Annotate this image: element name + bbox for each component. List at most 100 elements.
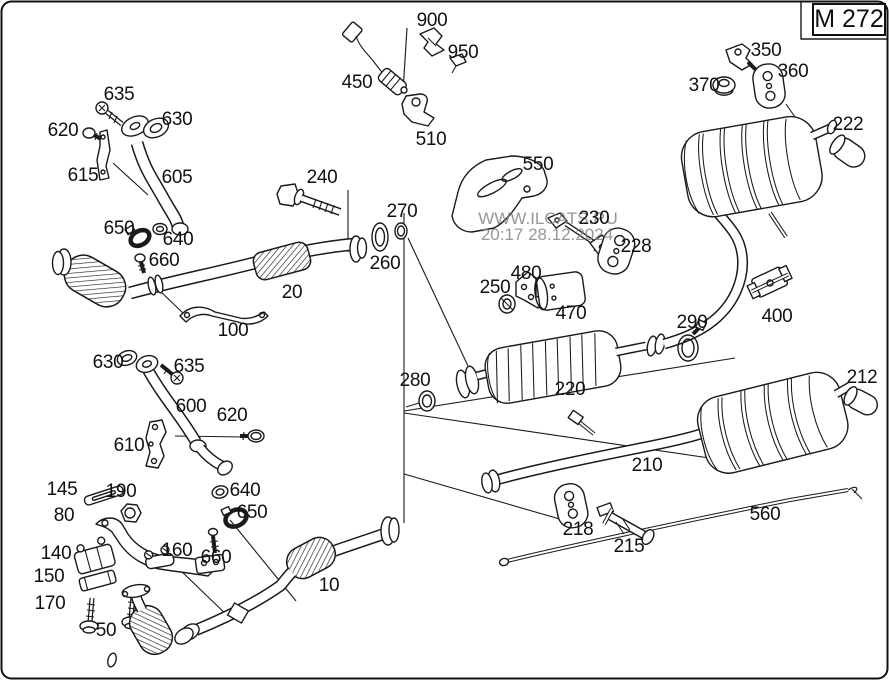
part-label-550[interactable]: 550 [522,154,554,175]
part-label-260[interactable]: 260 [369,253,401,274]
rubber-mount-228 [597,227,636,275]
part-label-635-upper[interactable]: 635 [103,84,135,105]
part-label-170[interactable]: 170 [34,593,66,614]
part-label-650-upper[interactable]: 650 [103,218,135,239]
clamp-160 [143,545,175,570]
part-label-145[interactable]: 145 [46,479,78,500]
bracket-400 [746,264,793,300]
part-label-190[interactable]: 190 [105,481,137,502]
part-label-620-lower[interactable]: 620 [216,405,248,426]
part-label-228[interactable]: 228 [620,236,652,257]
sleeve-470 [534,271,586,311]
tailpipe-tip-222 [829,134,866,168]
heat-shield-550 [451,155,548,233]
rear-pipe-right [481,409,709,494]
part-label-150[interactable]: 150 [33,566,65,587]
part-label-605[interactable]: 605 [161,167,193,188]
clamp-650-upper [124,224,152,249]
bracket-510 [401,93,435,127]
part-label-600[interactable]: 600 [175,396,207,417]
part-label-660-lower[interactable]: 660 [200,547,232,568]
ring-640-lower [211,485,229,499]
part-label-650-lower[interactable]: 650 [236,502,268,523]
bracket-100 [179,306,269,325]
part-label-100[interactable]: 100 [217,320,249,341]
part-label-20[interactable]: 20 [281,282,303,303]
part-label-215[interactable]: 215 [613,536,645,557]
bolt-620-upper [82,127,102,141]
center-muffler-220 [455,330,666,404]
part-label-250[interactable]: 250 [479,277,511,298]
part-label-510[interactable]: 510 [415,129,447,150]
tailpipe-tip-212 [843,386,878,416]
part-label-80[interactable]: 80 [53,505,75,526]
grommet-250 [498,294,516,314]
part-label-635-lower[interactable]: 635 [173,356,205,377]
part-label-560[interactable]: 560 [749,504,781,525]
gasket-145 [83,485,124,506]
bolt-635-lower [159,363,184,385]
bracket-150 [78,569,117,592]
nut-190 [120,503,142,523]
bracket-615 [96,129,111,181]
rod-560 [498,486,863,567]
rear-muffler-right [696,371,853,474]
bracket-610 [145,419,167,469]
part-label-660-upper[interactable]: 660 [148,250,180,271]
rear-muffler-left [680,115,838,239]
part-label-350[interactable]: 350 [750,40,782,61]
gasket-260 [371,222,389,252]
part-label-218[interactable]: 218 [562,519,594,540]
engine-code-box: M 272 [812,3,886,36]
part-label-470[interactable]: 470 [555,303,587,324]
clamp-900 [419,27,445,57]
part-label-222[interactable]: 222 [832,114,864,135]
part-label-240[interactable]: 240 [306,167,338,188]
bolt-660-lower [207,527,220,554]
part-label-630-upper[interactable]: 630 [161,109,193,130]
plug-950 [449,53,467,74]
part-label-450[interactable]: 450 [341,72,373,93]
rubber-mount-360 [752,63,786,109]
part-label-370[interactable]: 370 [688,75,720,96]
part-label-270[interactable]: 270 [386,201,418,222]
part-label-640-lower[interactable]: 640 [229,480,261,501]
front-pipe-10 [107,516,400,668]
grommet-370 [712,76,736,96]
part-label-220[interactable]: 220 [554,379,586,400]
part-label-230[interactable]: 230 [578,208,610,229]
part-label-140[interactable]: 140 [40,543,72,564]
bolt-635-upper [95,101,124,126]
part-label-400[interactable]: 400 [761,306,793,327]
part-label-212[interactable]: 212 [846,367,878,388]
part-label-615[interactable]: 615 [67,165,99,186]
ring-640-upper [152,222,168,236]
ring-280 [418,390,436,412]
part-label-610[interactable]: 610 [113,435,145,456]
part-label-640-upper[interactable]: 640 [162,229,194,250]
part-label-620-upper[interactable]: 620 [47,120,79,141]
downpipe-605 [121,115,189,236]
bolt-660-upper [134,253,147,274]
part-label-210[interactable]: 210 [631,455,663,476]
part-label-290[interactable]: 290 [676,312,708,333]
part-label-950[interactable]: 950 [447,42,479,63]
part-label-160[interactable]: 160 [161,540,193,561]
ring-270 [394,222,408,240]
block-140 [73,536,116,575]
bolt-620-lower [240,429,265,443]
bracket-215 [596,502,655,546]
part-label-900[interactable]: 900 [416,10,448,31]
part-label-10[interactable]: 10 [318,575,340,596]
part-label-280[interactable]: 280 [399,370,431,391]
engine-code: M 272 [814,5,884,33]
part-label-50[interactable]: 50 [95,620,117,641]
part-label-360[interactable]: 360 [777,61,809,82]
bolt-170 [79,597,99,634]
part-label-480[interactable]: 480 [510,263,542,284]
part-label-630-lower[interactable]: 630 [92,352,124,373]
downpipe-600 [135,354,233,476]
